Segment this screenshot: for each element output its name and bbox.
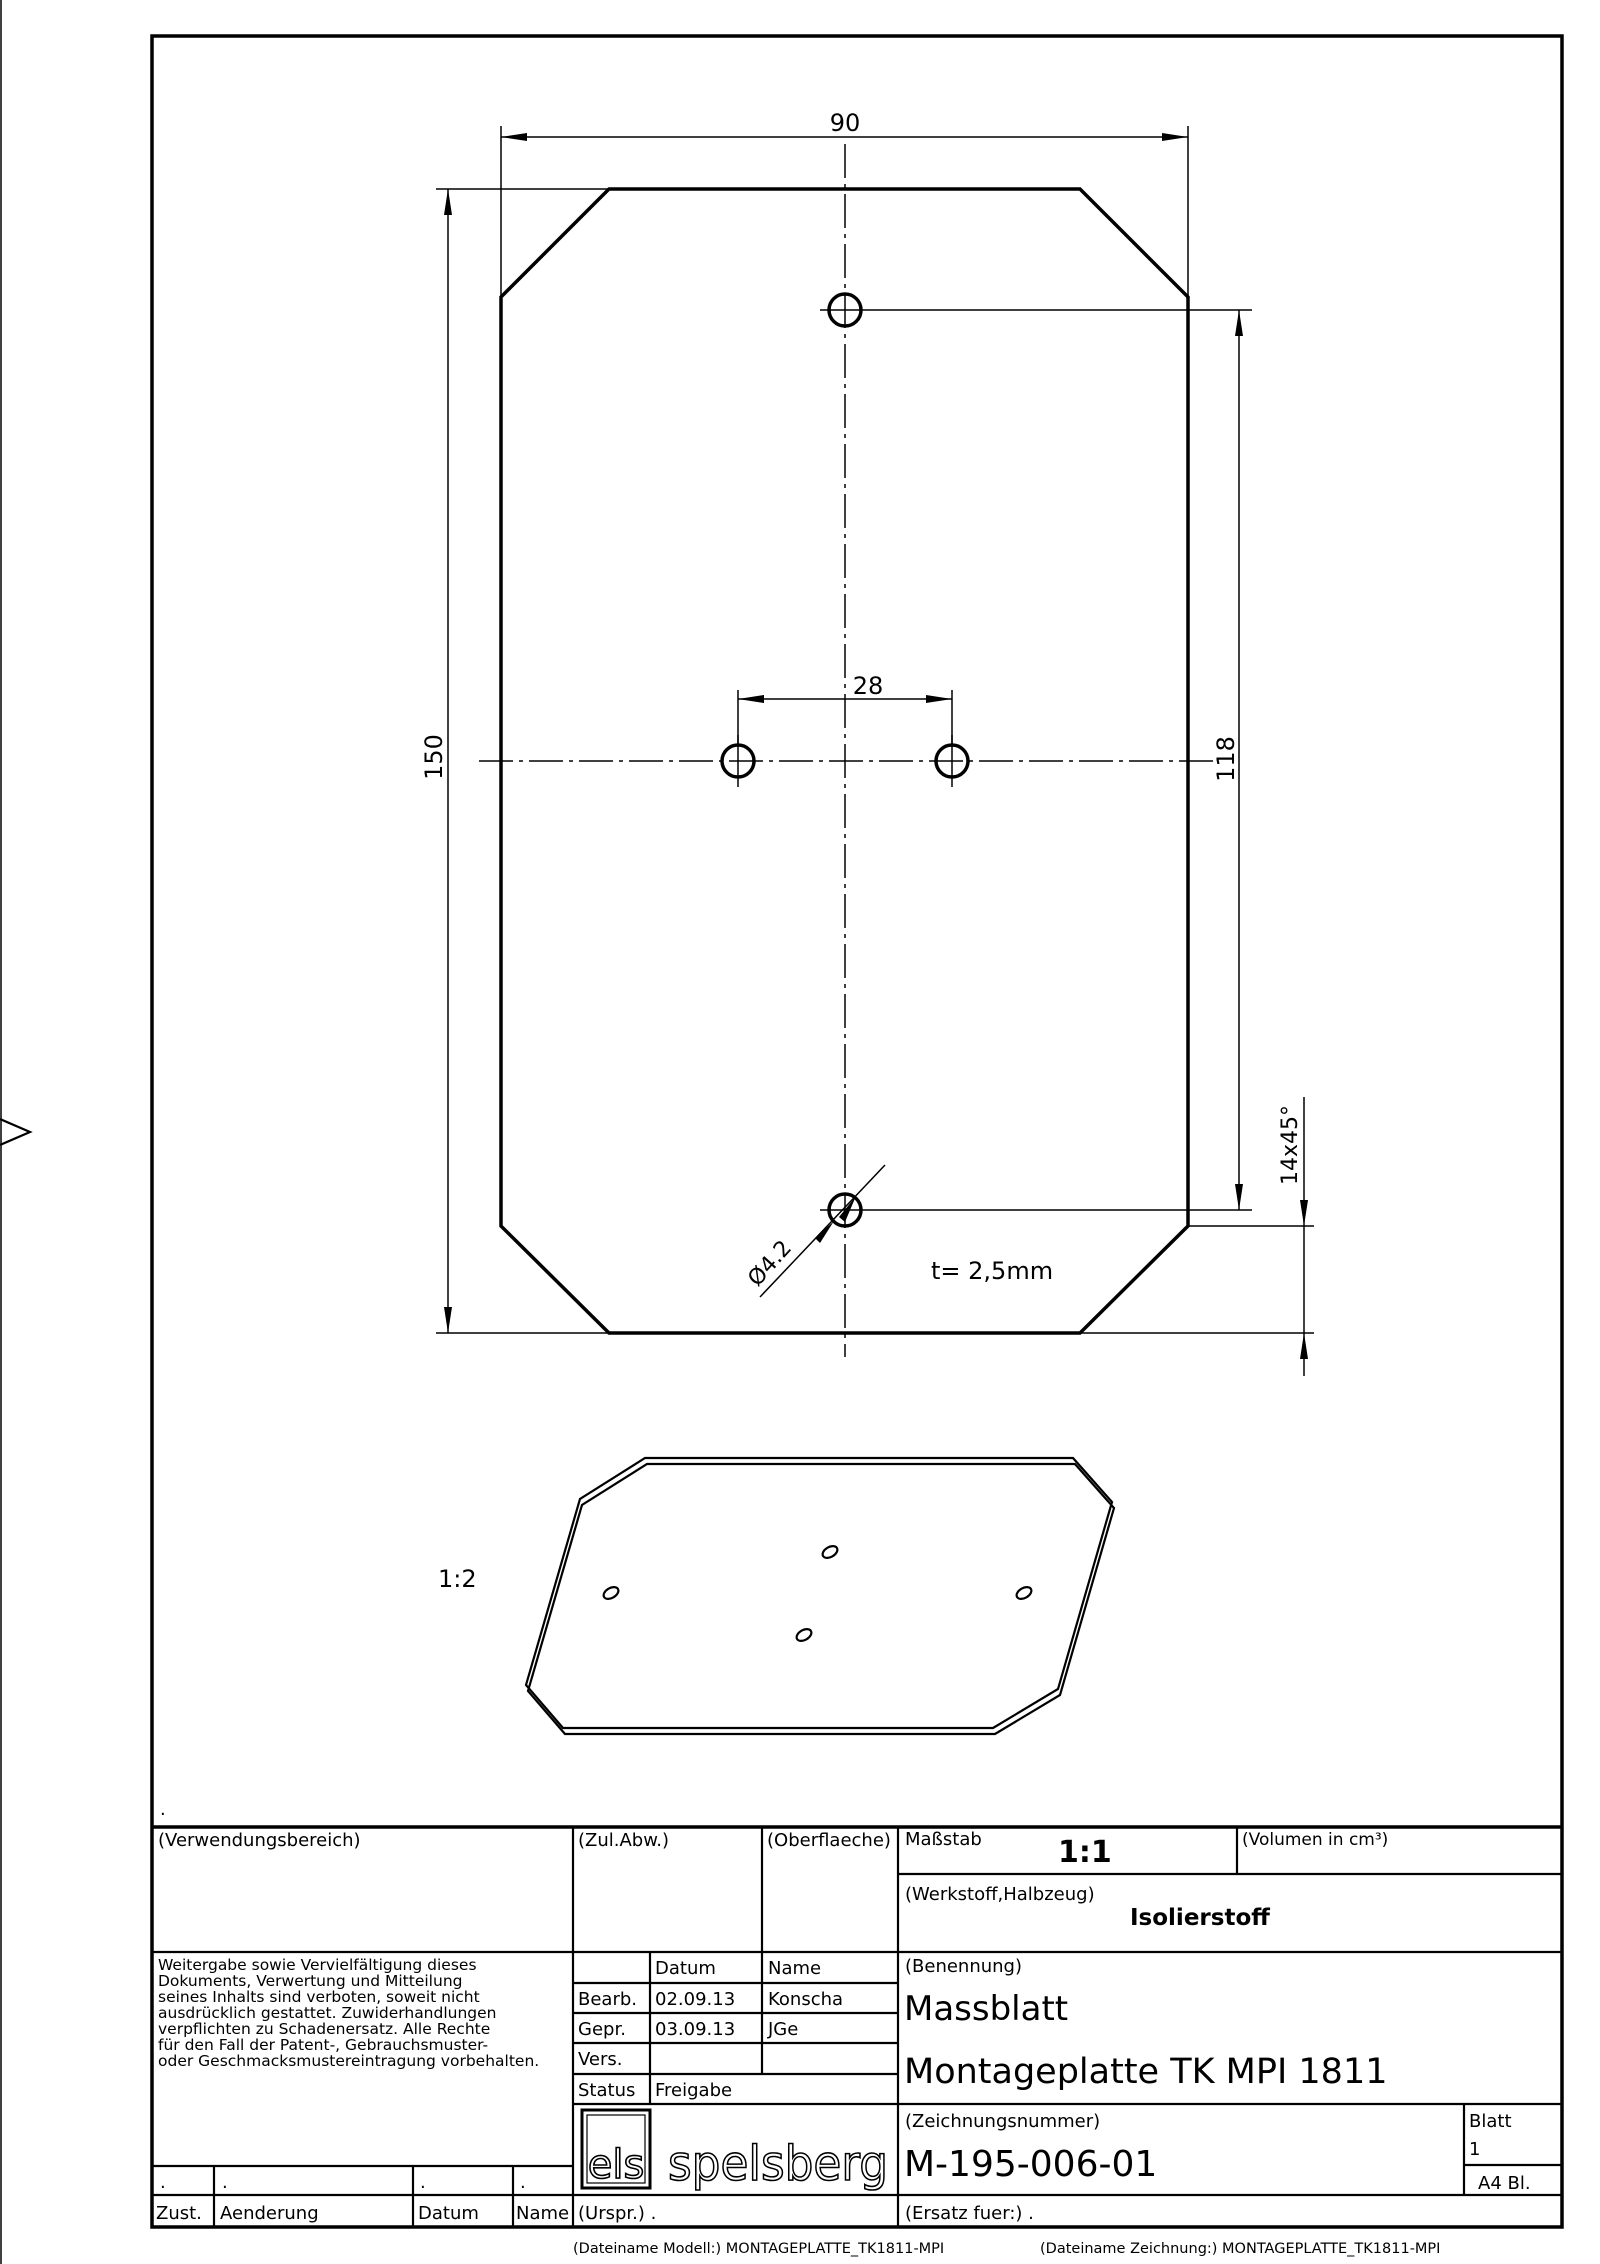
scale-value: 1:1 <box>1058 1835 1112 1870</box>
usage-label: (Verwendungsbereich) <box>158 1830 361 1851</box>
dimension-hole-spacing-vertical: 118 <box>870 309 1252 1211</box>
revision-header: Name <box>516 2203 569 2224</box>
drawing-number-label: (Zeichnungsnummer) <box>905 2111 1100 2132</box>
company-logo: els spelsberg <box>580 2108 889 2193</box>
revision-header: Zust. <box>156 2203 202 2224</box>
dimension-hole-diameter: Ø4.2 <box>743 1164 886 1298</box>
revision-header: Aenderung <box>220 2203 319 2224</box>
approval-table: Datum Name Bearb. 02.09.13 Konscha Gepr.… <box>578 1958 843 2101</box>
corner-dot: . <box>160 1799 166 1820</box>
iso-hole <box>602 1586 620 1600</box>
approval-date: 03.09.13 <box>655 2019 735 2040</box>
iso-view-scale: 1:2 <box>438 1565 477 1593</box>
drawing-frame <box>150 34 1564 2229</box>
material-value: Isolierstoff <box>1130 1905 1270 1931</box>
iso-plate-bottom <box>526 1462 1116 1736</box>
disclaimer-line: oder Geschmacksmustereintragung vorbehal… <box>158 2052 539 2070</box>
approval-role: Vers. <box>578 2049 623 2070</box>
disclaimer-line: Weitergabe sowie Vervielfältigung dieses <box>158 1956 477 1974</box>
approval-name: JGe <box>767 2019 798 2040</box>
volume-label: (Volumen in cm³) <box>1242 1830 1388 1850</box>
title-block: . (Verwendungsbereich) (Zul.Abw.) (Oberf… <box>152 1799 1562 2227</box>
disclaimer-line: ausdrücklich gestattet. Zuwiderhandlunge… <box>158 2004 497 2022</box>
origin-label: (Urspr.) . <box>578 2203 656 2224</box>
model-filename: (Dateiname Modell:) MONTAGEPLATTE_TK1811… <box>573 2241 944 2257</box>
fold-mark-icon <box>0 1117 33 1147</box>
approval-date: 02.09.13 <box>655 1989 735 2010</box>
iso-plate-outline <box>524 1456 1114 1730</box>
approval-header-date: Datum <box>655 1958 716 1979</box>
dimension-height-label: 150 <box>420 734 448 780</box>
status-value: Freigabe <box>655 2080 732 2101</box>
designation-line2: Montageplatte TK MPI 1811 <box>904 2052 1388 2092</box>
disclaimer-line: verpflichten zu Schadenersatz. Alle Rech… <box>158 2020 490 2038</box>
approval-name: Konscha <box>768 1989 843 2010</box>
status-label: Status <box>578 2080 635 2101</box>
dimension-chamfer: 14x45° <box>1080 1097 1314 1376</box>
dimension-hole-spacing-horizontal-label: 28 <box>853 672 884 700</box>
designation-label: (Benennung) <box>905 1956 1022 1977</box>
disclaimer-line: für den Fall der Patent-, Gebrauchsmuste… <box>158 2036 488 2054</box>
scale-label: Maßstab <box>905 1829 982 1850</box>
disclaimer: Weitergabe sowie Vervielfältigung dieses… <box>158 1956 539 2070</box>
surface-label: (Oberflaeche) <box>767 1830 891 1851</box>
disclaimer-line: Dokuments, Verwertung und Mitteilung <box>158 1972 462 1990</box>
dimension-width: 90 <box>500 109 1189 297</box>
material-label: (Werkstoff,Halbzeug) <box>905 1884 1095 1905</box>
replaces-label: (Ersatz fuer:) . <box>905 2203 1034 2224</box>
iso-hole <box>1015 1586 1033 1600</box>
designation-line1: Massblatt <box>904 1989 1068 2029</box>
revision-table: . . . . Zust. Aenderung Datum Name <box>156 2172 569 2224</box>
revision-cell: . <box>160 2172 166 2193</box>
dimension-hole-diameter-label: Ø4.2 <box>743 1236 797 1292</box>
main-view: 90 150 118 28 <box>420 109 1314 1376</box>
revision-header: Datum <box>418 2203 479 2224</box>
sheet-label: Blatt <box>1469 2111 1512 2132</box>
isometric-view: 1:2 <box>438 1456 1116 1736</box>
tolerance-label: (Zul.Abw.) <box>578 1830 669 1851</box>
thickness-note: t= 2,5mm <box>931 1257 1053 1285</box>
disclaimer-line: seines Inhalts sind verboten, soweit nic… <box>158 1988 480 2006</box>
dimension-height: 150 <box>420 188 609 1334</box>
iso-hole <box>821 1545 839 1559</box>
approval-role: Gepr. <box>578 2019 626 2040</box>
drawing-filename: (Dateiname Zeichnung:) MONTAGEPLATTE_TK1… <box>1040 2241 1440 2257</box>
revision-cell: . <box>420 2172 426 2193</box>
approval-header-name: Name <box>768 1958 821 1979</box>
sheet-format: A4 Bl. <box>1478 2173 1531 2194</box>
sheet-value: 1 <box>1469 2139 1480 2160</box>
iso-hole <box>795 1628 813 1642</box>
dimension-width-label: 90 <box>830 109 861 137</box>
drawing-number: M-195-006-01 <box>904 2144 1157 2185</box>
revision-cell: . <box>520 2172 526 2193</box>
approval-role: Bearb. <box>578 1989 637 2010</box>
logo-mark: els <box>588 2142 645 2188</box>
dimension-hole-spacing-vertical-label: 118 <box>1212 736 1240 782</box>
dimension-chamfer-label: 14x45° <box>1278 1105 1303 1185</box>
dimension-hole-spacing-horizontal: 28 <box>737 672 953 745</box>
revision-cell: . <box>222 2172 228 2193</box>
logo-company: spelsberg <box>668 2136 888 2192</box>
